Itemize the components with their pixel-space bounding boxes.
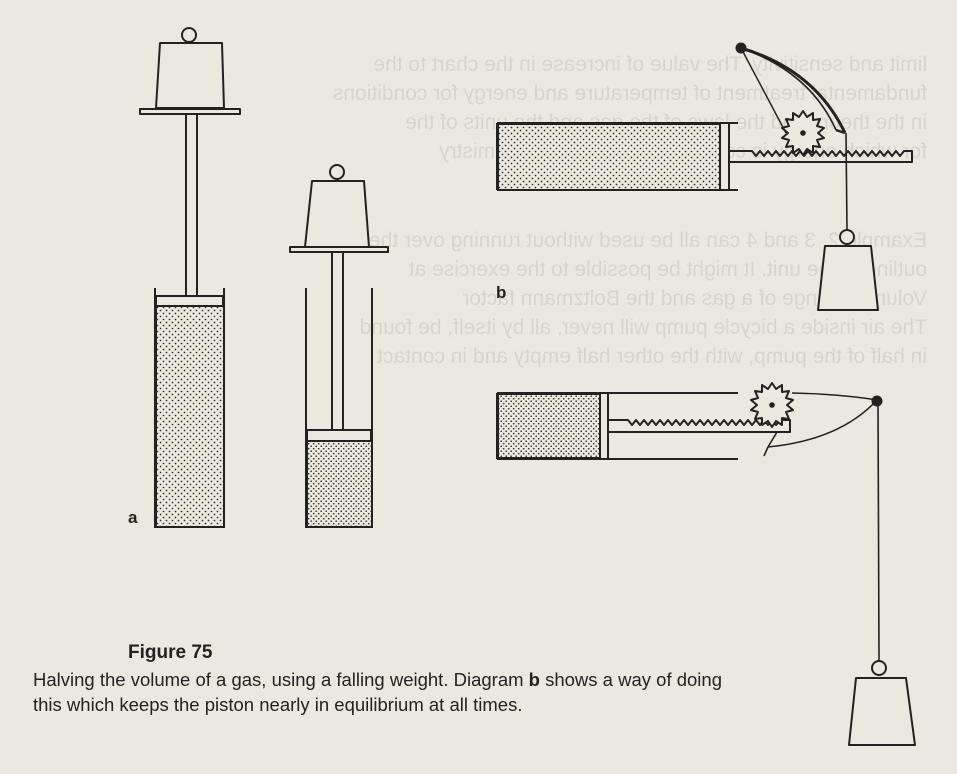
cylinder-a-before (139, 27, 241, 528)
caption-bold-b: b (528, 669, 540, 690)
cylinder-a-after (289, 164, 389, 528)
figure-number: Figure 75 (128, 642, 213, 663)
cylinder-b-before (496, 42, 913, 311)
diagram-b-label: b (496, 283, 507, 302)
figure-caption: Halving the volume of a gas, using a fal… (33, 667, 753, 717)
caption-text-2: shows a way of doing this which keeps th… (33, 669, 722, 715)
cylinder-b-after (496, 382, 916, 746)
diagram-a-label: a (128, 508, 138, 527)
caption-text-1: Halving the volume of a gas, using a fal… (33, 669, 529, 690)
